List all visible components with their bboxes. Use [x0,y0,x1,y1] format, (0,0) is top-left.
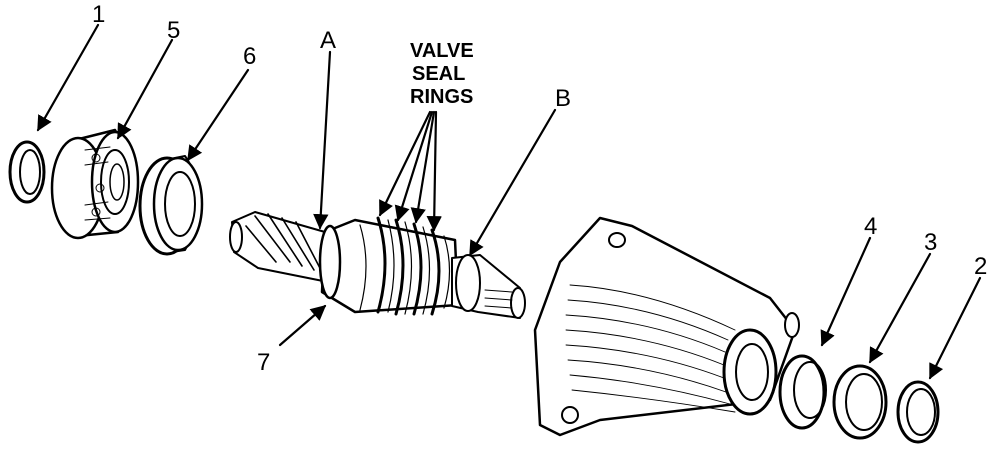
oil-seal [138,155,204,256]
label-1: 1 [92,1,105,28]
arrow-valve-3 [410,110,436,224]
arrow-4 [820,236,872,347]
arrow-6 [186,68,250,162]
snap-ring-left [8,140,46,204]
arrow-1 [36,23,100,132]
arrow-a [313,50,332,230]
label-5: 5 [167,17,180,44]
label-6: 6 [243,43,256,70]
label-valve-line3: RINGS [410,86,473,108]
label-3: 3 [924,229,937,256]
label-valve-line1: VALVE [410,40,474,62]
label-2: 2 [974,253,987,280]
arrow-2 [928,276,982,380]
arrow-b [468,108,557,257]
arrow-valve-1 [378,110,432,217]
label-valve-line2: SEAL [412,63,465,85]
washer [832,364,888,440]
label-b: B [555,85,571,112]
bearing [50,128,140,240]
arrow-7 [278,304,327,347]
label-4: 4 [864,213,877,240]
callout-arrows [36,23,982,380]
seal-right [778,354,827,430]
valve-shaft-assembly [229,211,526,319]
label-7: 7 [257,349,270,376]
label-a: A [320,27,336,54]
snap-ring-right [896,380,940,444]
arrow-3 [868,252,932,364]
arrow-5 [116,38,174,140]
valve-housing [533,216,800,437]
arrow-valve-2 [394,110,434,222]
arrow-valve-4 [426,110,442,232]
